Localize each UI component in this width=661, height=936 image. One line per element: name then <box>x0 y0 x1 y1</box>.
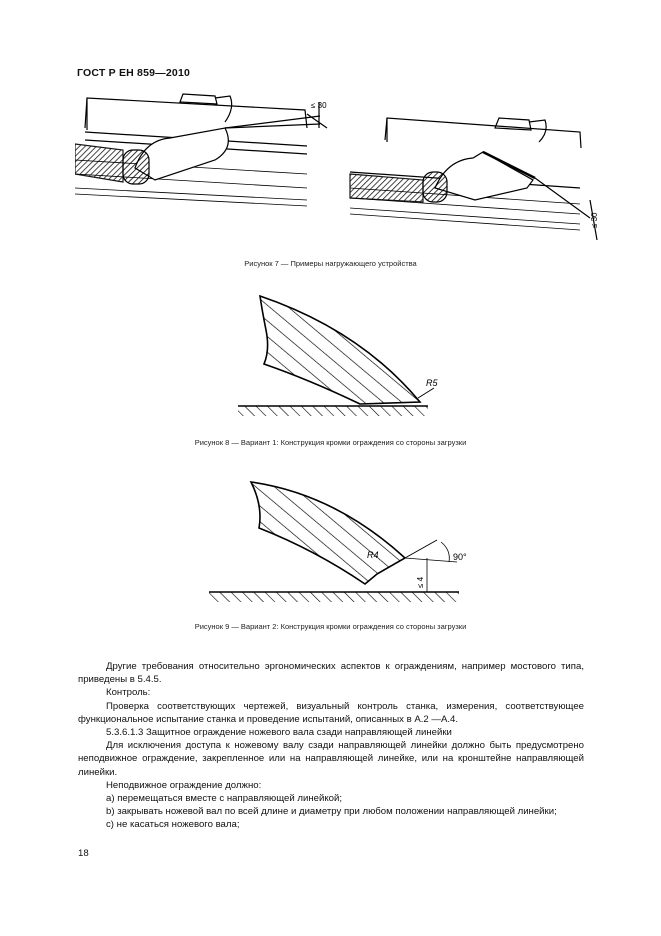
figure-7-right-panel <box>349 117 598 241</box>
figure-8-radius-label: R5 <box>426 378 438 388</box>
guard-edge-shape-v1 <box>259 294 422 405</box>
figure-8-drawing: R5 <box>238 294 438 416</box>
paragraph-fixed-guard: Для исключения доступа к ножевому валу с… <box>78 740 584 778</box>
list-item-b: b) закрывать ножевой вал по всей длине и… <box>106 806 557 818</box>
figure-8-caption: Рисунок 8 — Вариант 1: Конструкция кромк… <box>194 438 467 447</box>
list-item-a: a) перемещаться вместе с направляющей ли… <box>106 793 342 805</box>
figure-7-dim-left: ≤ 30 <box>311 101 327 110</box>
figure-7-drawing: ≤ 30 ≤ 30 <box>75 93 599 241</box>
section-heading-5-3-6-1-3: 5.3.6.1.3 Защитное ограждение ножевого в… <box>106 727 452 739</box>
paragraph-ergonomics: Другие требования относительно эргономич… <box>78 661 584 686</box>
figure-9-caption: Рисунок 9 — Вариант 2: Конструкция кромк… <box>194 622 467 631</box>
document-header: ГОСТ Р ЕН 859—2010 <box>77 67 191 79</box>
figure-7-dim-right: ≤ 30 <box>590 212 599 228</box>
paragraph-fixed-guard-must: Неподвижное ограждение должно: <box>106 779 262 791</box>
paragraph-control-label: Контроль: <box>106 687 151 699</box>
body-text: Другие требования относительно эргономич… <box>78 660 584 832</box>
figure-7-caption: Рисунок 7 — Примеры нагружающего устройс… <box>244 259 417 268</box>
figure-9-height-label: ≤ 4 <box>416 576 425 588</box>
figure-9-drawing: 90° R4 ≤ 4 <box>209 480 467 602</box>
guard-edge-shape-v2 <box>249 480 407 586</box>
list-item-c: c) не касаться ножевого вала; <box>106 819 240 831</box>
page-number: 18 <box>78 848 89 859</box>
paragraph-control-text: Проверка соответствующих чертежей, визуа… <box>78 700 584 725</box>
figure-7-left-panel <box>75 93 328 207</box>
figure-9-radius-label: R4 <box>367 550 379 560</box>
figure-9-angle-label: 90° <box>453 552 467 562</box>
